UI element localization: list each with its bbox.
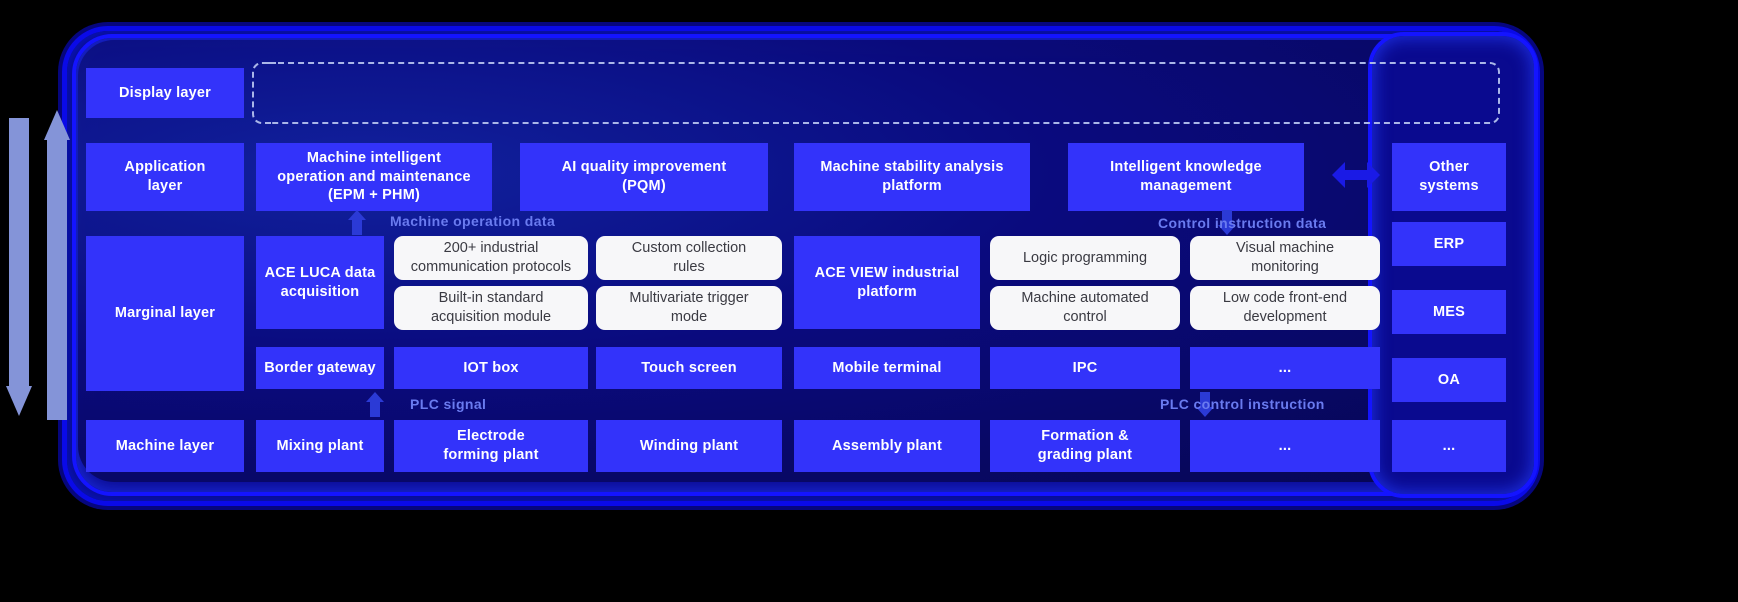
platform-ace-luca-data-acquisition[interactable]: ACE LUCA data acquisition [256, 236, 384, 329]
card-line1: Logic programming [1022, 249, 1148, 266]
app-card-line3: (EPM + PHM) [327, 187, 421, 204]
layer-label-machine[interactable]: Machine layer [86, 420, 244, 472]
device-iot-box[interactable]: IOT box [394, 347, 588, 389]
flow-label-plc-control-instruction: PLC control instruction [1160, 396, 1325, 412]
display-layer-dashed-cap [252, 62, 276, 124]
right-system-other-systems[interactable]: Other systems [1392, 143, 1506, 211]
card-line2: control [1063, 309, 1107, 325]
card-custom-collection-rules[interactable]: Custom collection rules [596, 236, 782, 280]
plant-line1: Electrode [457, 428, 525, 445]
platform-line2: platform [857, 283, 917, 300]
card-low-code-front-end-development[interactable]: Low code front-end development [1190, 286, 1380, 330]
application-label-line1: Application [124, 159, 206, 176]
app-card-line1: Machine stability analysis [820, 159, 1004, 176]
display-layer-dashed-band [268, 62, 1500, 124]
plant-winding[interactable]: Winding plant [596, 420, 782, 472]
card-line2: communication protocols [410, 259, 572, 275]
plant-assembly[interactable]: Assembly plant [794, 420, 980, 472]
card-industrial-communication-protocols[interactable]: 200+ industrial communication protocols [394, 236, 588, 280]
arrow-down-icon [6, 118, 32, 418]
device-ipc[interactable]: IPC [990, 347, 1180, 389]
card-logic-programming[interactable]: Logic programming [990, 236, 1180, 280]
flow-label-control-instruction-data: Control instruction data [1158, 215, 1327, 231]
app-card-line1: Machine intelligent [306, 150, 442, 167]
card-line2: rules [673, 259, 705, 275]
app-card-line2: operation and maintenance [277, 168, 471, 185]
card-line1: Machine automated [1021, 290, 1149, 307]
card-line1: 200+ industrial [443, 240, 539, 257]
right-system-erp[interactable]: ERP [1392, 222, 1506, 266]
card-line1: Visual machine [1235, 240, 1335, 257]
plant-line2: forming plant [443, 447, 539, 463]
plant-line1: ... [1278, 437, 1292, 454]
app-card-machine-intelligent-om[interactable]: Machine intelligent operation and mainte… [256, 143, 492, 211]
plant-line1: Assembly plant [832, 437, 942, 454]
app-card-line2: (PQM) [622, 178, 666, 194]
right-system-more[interactable]: ... [1392, 420, 1506, 472]
card-line1: Low code front-end [1222, 290, 1348, 307]
flow-label-machine-operation-data: Machine operation data [390, 213, 556, 229]
plant-electrode-forming[interactable]: Electrode forming plant [394, 420, 588, 472]
app-card-intelligent-knowledge-management[interactable]: Intelligent knowledge management [1068, 143, 1304, 211]
card-multivariate-trigger-mode[interactable]: Multivariate trigger mode [596, 286, 782, 330]
device-border-gateway[interactable]: Border gateway [256, 347, 384, 389]
platform-ace-view-industrial[interactable]: ACE VIEW industrial platform [794, 236, 980, 329]
right-system-line2: systems [1419, 178, 1479, 194]
card-machine-automated-control[interactable]: Machine automated control [990, 286, 1180, 330]
layer-label-marginal[interactable]: Marginal layer [86, 236, 244, 391]
layer-label-application[interactable]: Application layer [86, 143, 244, 211]
card-line2: development [1243, 309, 1327, 325]
platform-line1: ACE LUCA data [264, 264, 376, 281]
plant-line1: Mixing plant [276, 437, 364, 454]
cut-off-side-label: tion [0, 85, 29, 102]
card-line2: acquisition module [430, 309, 552, 325]
right-system-line1: Other [1429, 159, 1469, 176]
device-mobile-terminal[interactable]: Mobile terminal [794, 347, 980, 389]
app-card-line1: AI quality improvement [561, 159, 727, 176]
device-touch-screen[interactable]: Touch screen [596, 347, 782, 389]
device-more[interactable]: ... [1190, 347, 1380, 389]
card-line1: Custom collection [631, 240, 747, 257]
card-line2: mode [670, 309, 708, 325]
plant-more[interactable]: ... [1190, 420, 1380, 472]
app-card-line2: management [1140, 178, 1232, 194]
card-visual-machine-monitoring[interactable]: Visual machine monitoring [1190, 236, 1380, 280]
plant-line1: Formation & [1041, 428, 1129, 445]
app-card-ai-quality-improvement[interactable]: AI quality improvement (PQM) [520, 143, 768, 211]
layer-label-display[interactable]: Display layer [86, 68, 244, 118]
bidirectional-arrow-icon [1332, 162, 1380, 188]
arrow-up-icon [44, 110, 70, 420]
card-line1: Built-in standard [438, 290, 544, 307]
right-system-mes[interactable]: MES [1392, 290, 1506, 334]
plant-mixing[interactable]: Mixing plant [256, 420, 384, 472]
app-card-line1: Intelligent knowledge [1110, 159, 1262, 176]
app-card-line2: platform [882, 178, 942, 194]
application-label-line2: layer [147, 178, 183, 194]
app-card-machine-stability-analysis[interactable]: Machine stability analysis platform [794, 143, 1030, 211]
flow-label-plc-signal: PLC signal [410, 396, 487, 412]
card-built-in-standard-acquisition-module[interactable]: Built-in standard acquisition module [394, 286, 588, 330]
platform-line1: ACE VIEW industrial [814, 264, 960, 281]
card-line1: Multivariate trigger [629, 290, 749, 307]
card-line2: monitoring [1251, 259, 1319, 275]
platform-line2: acquisition [280, 283, 360, 300]
plant-formation-grading[interactable]: Formation & grading plant [990, 420, 1180, 472]
right-system-oa[interactable]: OA [1392, 358, 1506, 402]
plant-line1: Winding plant [639, 437, 739, 454]
plant-line2: grading plant [1037, 447, 1133, 463]
